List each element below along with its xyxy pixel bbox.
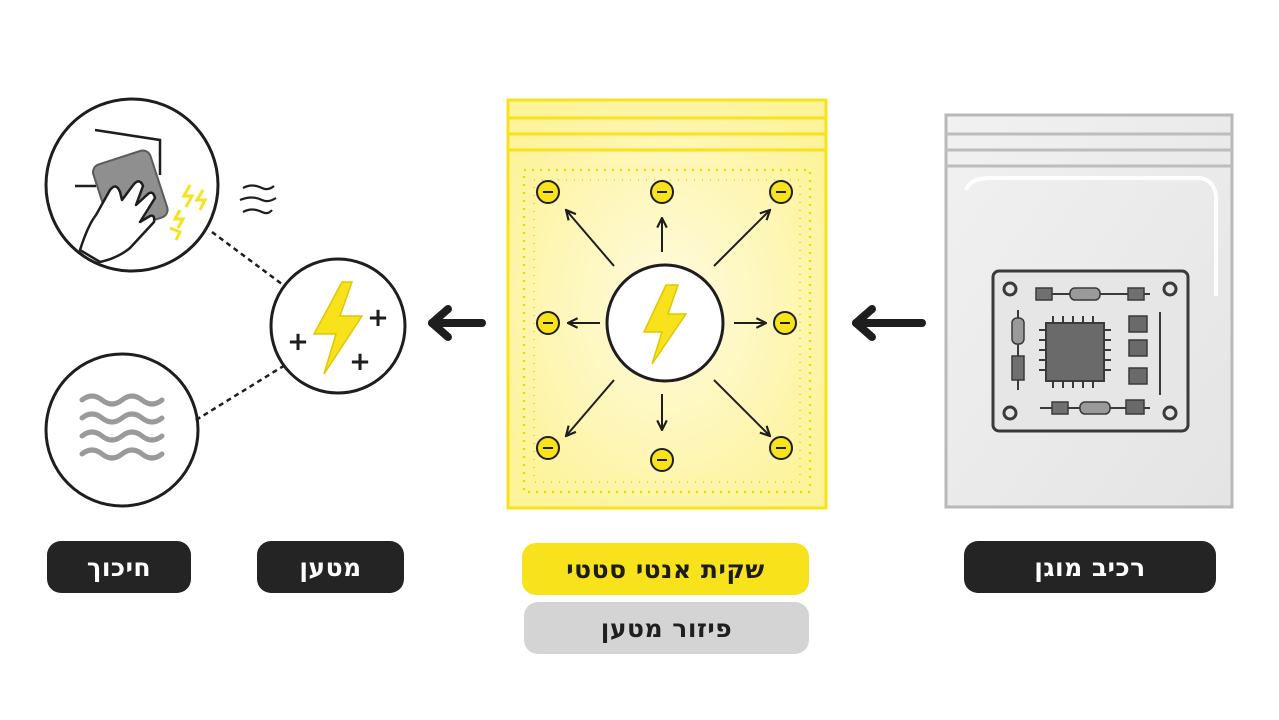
lightning-icon	[642, 284, 688, 365]
svg-text:+: +	[367, 303, 389, 333]
antistatic-bag	[506, 98, 828, 510]
svg-text:+: +	[287, 327, 309, 357]
clear-bag	[944, 113, 1234, 509]
antistatic-bag-label: שקית אנטי סטטי	[522, 543, 809, 595]
svg-text:+: +	[349, 347, 371, 377]
dispersion-arrows	[566, 210, 770, 436]
connector-line	[195, 360, 291, 422]
charge-label: מטען	[257, 541, 404, 593]
charge-circle: + + +	[269, 257, 407, 395]
electron-icons	[536, 180, 797, 472]
circuit-board-icon	[991, 269, 1190, 433]
connector-line	[211, 230, 291, 292]
friction-label: חיכוך	[47, 541, 191, 593]
friction-circle	[44, 97, 277, 273]
charge-dispersion-label: פיזור מטען	[524, 602, 809, 654]
protected-component-label: רכיב מוגן	[964, 541, 1216, 593]
flow-arrow	[852, 305, 926, 341]
waves-icon	[79, 393, 165, 461]
lightning-plus-icon: + + +	[287, 281, 389, 377]
moisture-circle	[44, 352, 200, 508]
flow-arrow	[428, 305, 486, 341]
hand-rubbing-cloth-icon	[75, 128, 277, 264]
